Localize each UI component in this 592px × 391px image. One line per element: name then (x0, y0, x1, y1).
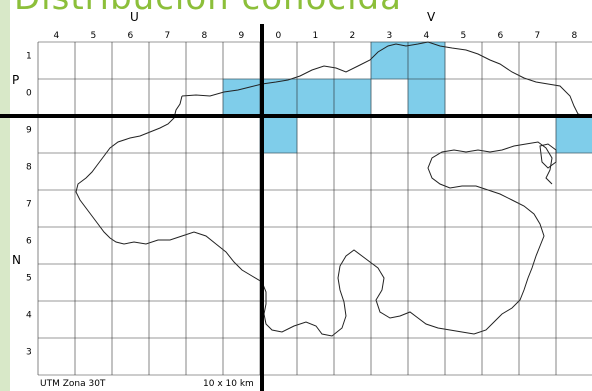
grid-size-label: 10 x 10 km (203, 379, 254, 389)
row-label: 5 (26, 274, 32, 284)
utm-zone-label: UTM Zona 30T (40, 379, 106, 389)
highlighted-cell (370, 41, 409, 80)
column-label: 5 (461, 31, 467, 41)
column-label: 8 (202, 31, 208, 41)
highlighted-cell (407, 78, 446, 117)
row-label: 8 (26, 163, 32, 173)
highlighted-cell (555, 115, 592, 154)
row-label: 6 (26, 237, 32, 247)
zone-letters: U V P N (12, 10, 436, 267)
zone-letter-n: N (12, 253, 21, 267)
column-label: 6 (498, 31, 504, 41)
column-label: 9 (239, 31, 245, 41)
column-label: 4 (54, 31, 60, 41)
column-label: 7 (535, 31, 541, 41)
column-label: 3 (387, 31, 393, 41)
zone-axes (0, 24, 592, 391)
column-label: 6 (128, 31, 134, 41)
map-paper (10, 0, 592, 391)
zone-letter-p: P (12, 73, 19, 87)
zone-letter-v: V (427, 10, 436, 24)
highlighted-cell (259, 115, 298, 154)
column-labels: 4 5 6 7 8 9 0 1 2 3 4 5 6 7 8 (54, 31, 578, 41)
column-label: 0 (276, 31, 282, 41)
column-label: 2 (350, 31, 356, 41)
zone-letter-u: U (130, 10, 139, 24)
column-label: 1 (313, 31, 319, 41)
column-label: 7 (165, 31, 171, 41)
row-label: 9 (26, 126, 32, 136)
map-title: Distribución conocida (14, 0, 402, 18)
highlighted-cell (407, 41, 446, 80)
row-label: 3 (26, 348, 32, 358)
highlighted-cell (259, 78, 298, 117)
row-label: 7 (26, 200, 32, 210)
highlighted-cell (222, 78, 261, 117)
column-label: 5 (91, 31, 97, 41)
highlighted-cells (222, 41, 592, 154)
column-label: 8 (572, 31, 578, 41)
row-label: 1 (26, 52, 32, 62)
row-label: 0 (26, 89, 32, 99)
column-label: 4 (424, 31, 430, 41)
row-label: 4 (26, 311, 32, 321)
highlighted-cell (333, 78, 372, 117)
highlighted-cell (296, 78, 335, 117)
